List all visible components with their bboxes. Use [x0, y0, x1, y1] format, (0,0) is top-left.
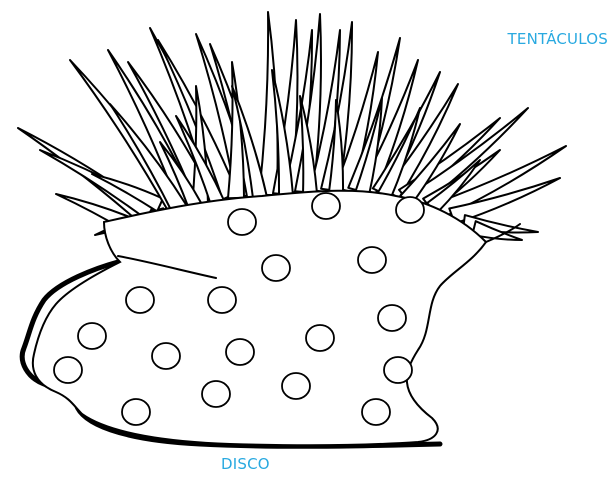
disc-spot: [312, 193, 340, 219]
disc-spot: [202, 381, 230, 407]
disc-spot: [152, 343, 180, 369]
disc-spot: [78, 323, 106, 349]
disc-spot: [262, 255, 290, 281]
disc-spot: [362, 399, 390, 425]
disc-spot: [54, 357, 82, 383]
disc-spot: [282, 373, 310, 399]
disc-spot: [122, 399, 150, 425]
disc-spot: [226, 339, 254, 365]
disc-spot: [396, 197, 424, 223]
disc-spot: [228, 209, 256, 235]
disc-spot: [358, 247, 386, 273]
disc-spot: [126, 287, 154, 313]
disc-body: [33, 191, 486, 446]
disc-label: DISCO: [221, 455, 270, 473]
disc-column: [22, 191, 520, 447]
tentacles-label: TENTÁCULOS: [508, 30, 608, 48]
disc-spot: [306, 325, 334, 351]
disc-spot: [378, 305, 406, 331]
disc-spot: [208, 287, 236, 313]
disc-spot: [384, 357, 412, 383]
